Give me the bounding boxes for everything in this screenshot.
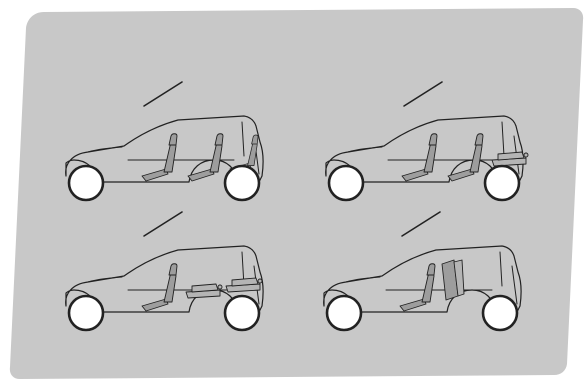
front-wheel-icon	[329, 166, 363, 200]
front-wheel-icon	[69, 296, 103, 330]
front-wheel-icon	[69, 166, 103, 200]
rear-wheel-icon	[225, 296, 259, 330]
second-row-tumbled-seat-icon	[442, 260, 464, 300]
rear-wheel-icon	[225, 166, 259, 200]
rear-wheel-icon	[483, 296, 517, 330]
rear-wheel-icon	[485, 166, 519, 200]
front-wheel-icon	[327, 296, 361, 330]
